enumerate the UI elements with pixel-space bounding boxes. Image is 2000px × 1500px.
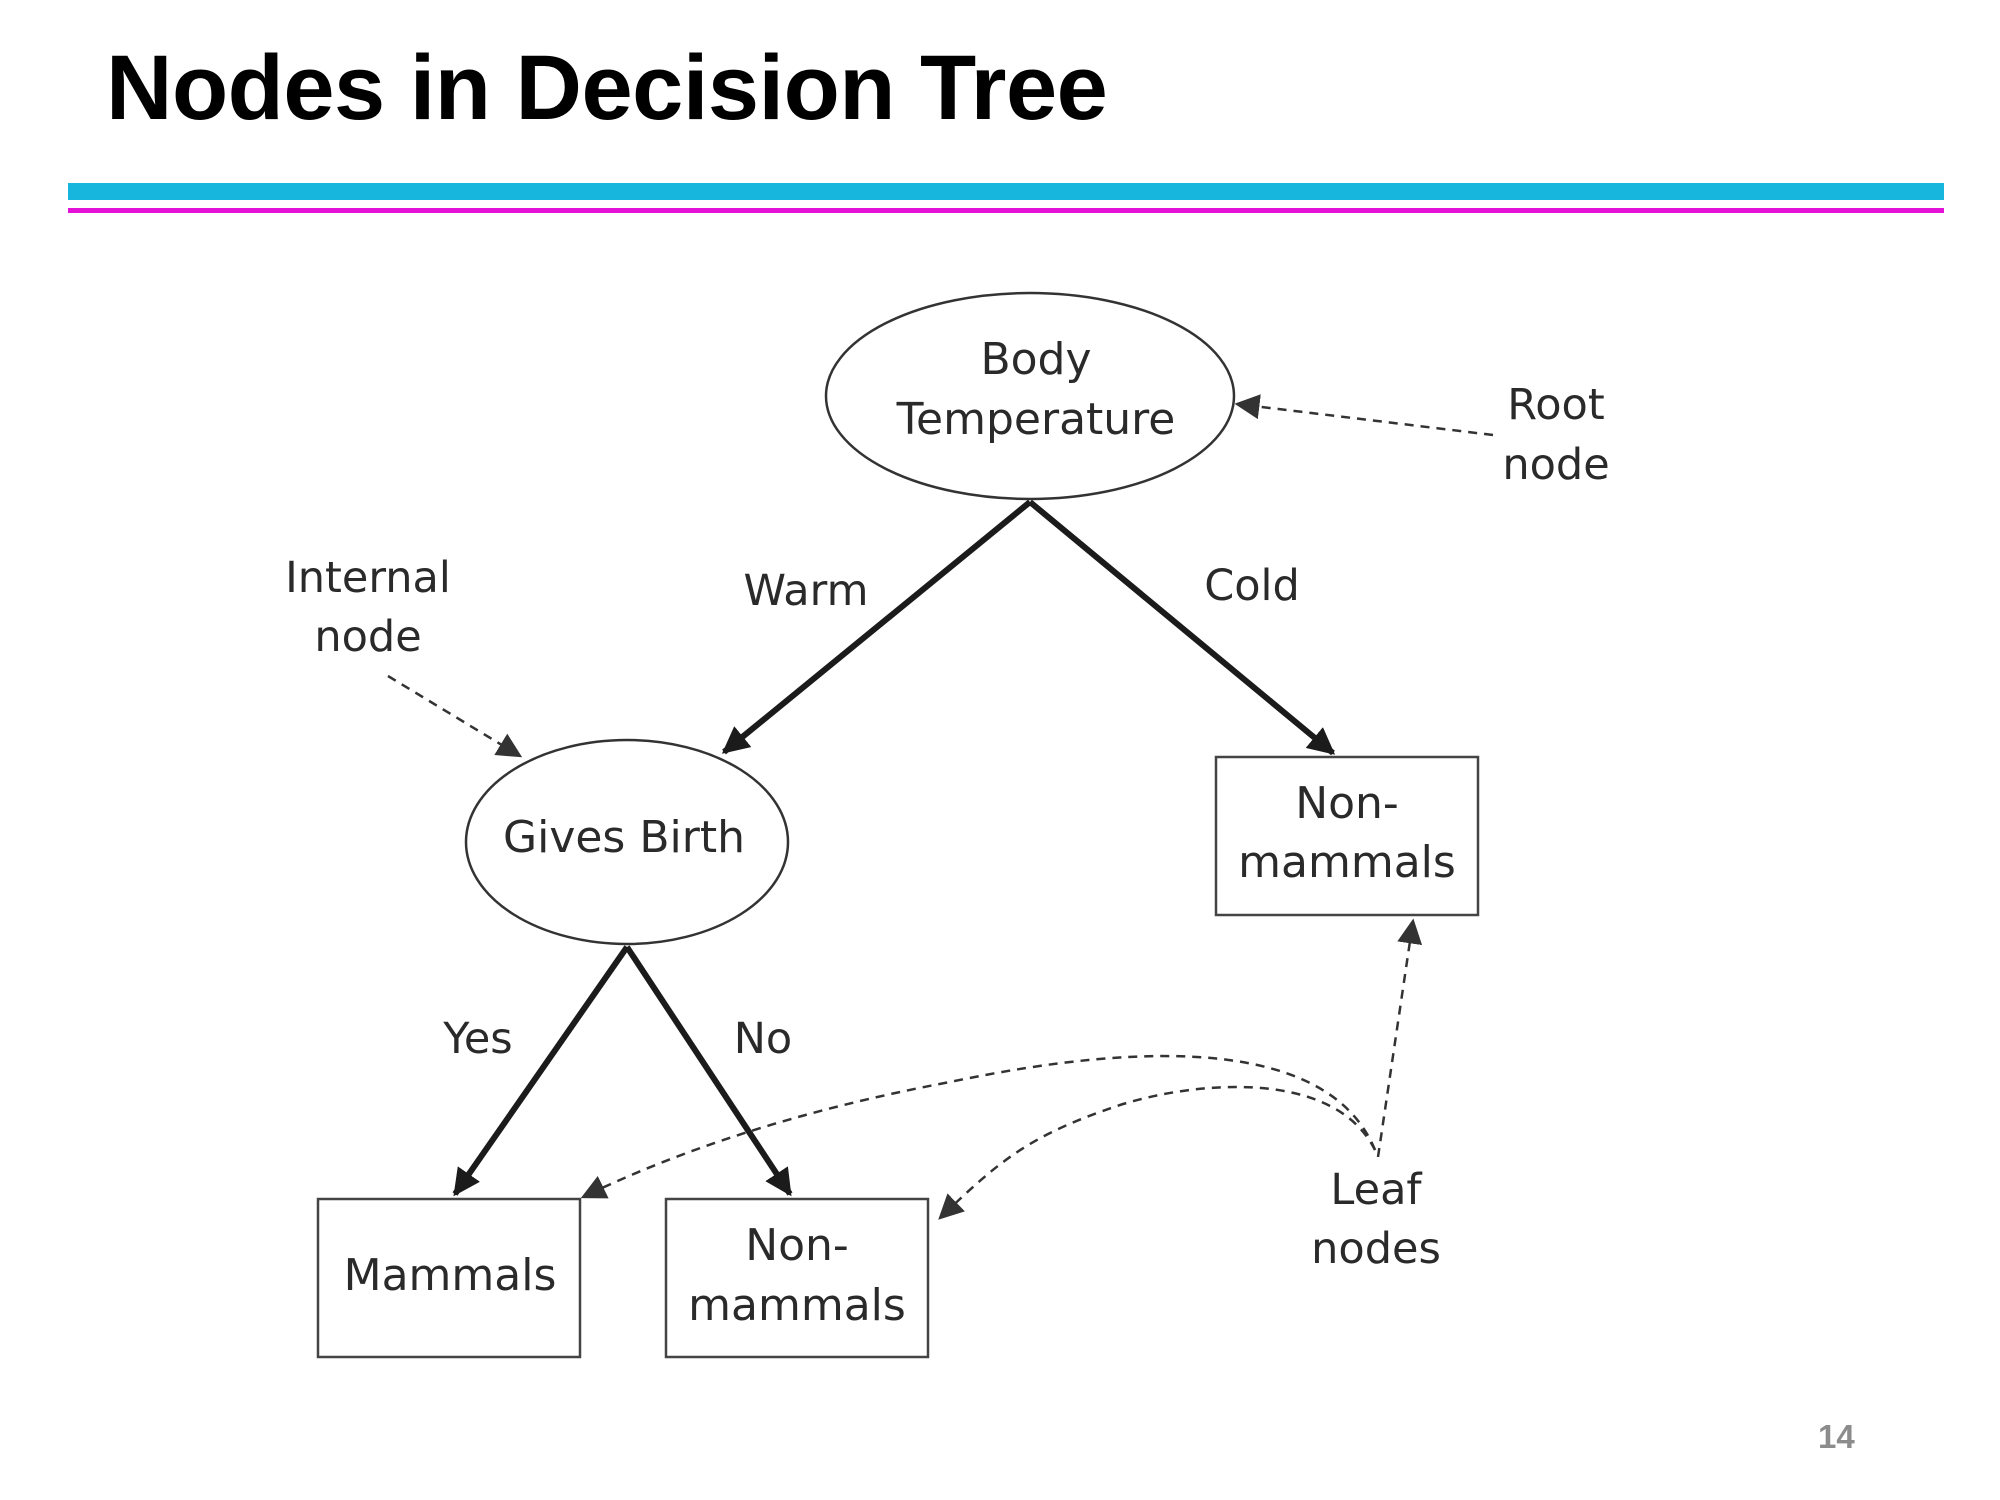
edge-label-yes: Yes xyxy=(442,1014,512,1064)
leaf-node-cold-non-mammals: Non- mammals xyxy=(1214,755,1480,917)
edge-cold-arrow xyxy=(1028,499,1336,756)
root-node-pointer xyxy=(1234,394,1494,437)
root-node-annotation-line2: node xyxy=(1502,440,1609,490)
leaf-mammals-label: Mammals xyxy=(344,1250,557,1301)
page-number: 14 xyxy=(1818,1418,1855,1455)
leaf-no-label-line2: mammals xyxy=(688,1280,906,1331)
edge-label-cold: Cold xyxy=(1204,561,1300,611)
root-node-annotation-line1: Root xyxy=(1507,380,1604,430)
edge-yes-arrow xyxy=(452,945,630,1197)
edge-warm-arrow xyxy=(721,499,1032,755)
root-node-label-line1: Body xyxy=(980,334,1091,385)
leaf-no-label-line1: Non- xyxy=(745,1220,849,1271)
leaf-node-mammals: Mammals xyxy=(316,1197,582,1359)
slide-title: Nodes in Decision Tree xyxy=(106,37,1108,139)
leaf-pointer-mammals xyxy=(580,1054,1377,1199)
title-underline-magenta xyxy=(68,208,1944,213)
internal-node-annotation-line1: Internal xyxy=(285,553,451,603)
leaf-pointer-non-mammals-left xyxy=(938,1085,1377,1220)
edge-label-warm: Warm xyxy=(744,566,869,616)
edge-no-arrow xyxy=(624,945,793,1197)
root-node: Body Temperature xyxy=(824,291,1236,501)
leaf-node-non-mammals: Non- mammals xyxy=(664,1197,930,1359)
leaf-cold-label-line2: mammals xyxy=(1238,837,1456,888)
title-underline-cyan xyxy=(68,183,1944,200)
leaf-cold-label-line1: Non- xyxy=(1295,778,1399,829)
internal-node-label: Gives Birth xyxy=(503,812,745,863)
internal-node-annotation-line2: node xyxy=(314,612,421,662)
edge-label-no: No xyxy=(734,1014,792,1064)
internal-node-pointer xyxy=(387,674,523,758)
leaf-nodes-annotation-line2: nodes xyxy=(1311,1224,1441,1274)
leaf-nodes-annotation-line1: Leaf xyxy=(1330,1165,1422,1215)
leaf-pointer-non-mammals-right xyxy=(1376,918,1423,1158)
root-node-label-line2: Temperature xyxy=(896,394,1176,445)
internal-node: Gives Birth xyxy=(464,738,790,946)
